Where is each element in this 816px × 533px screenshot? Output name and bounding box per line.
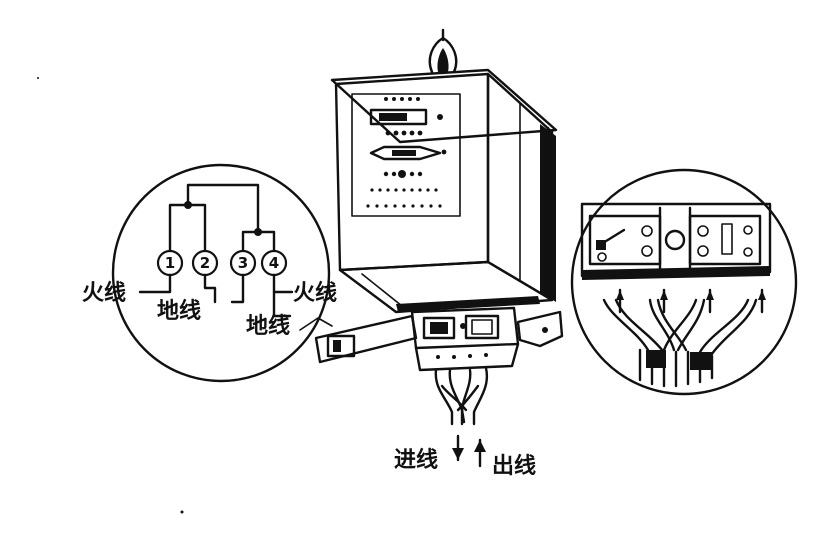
meter-base: [338, 260, 554, 314]
terminal-4: 4: [260, 249, 288, 277]
terminal-wires: [602, 298, 758, 388]
terminal-2-number: 2: [200, 254, 210, 272]
meter-nameplate: [351, 93, 461, 217]
junction-dot: [254, 228, 262, 236]
external-leads: [138, 273, 294, 318]
terminal-3: 3: [229, 249, 257, 277]
incoming-arrow: [452, 434, 464, 462]
label-ground-wire-left: 地线: [157, 298, 201, 324]
right-inset-border: [570, 168, 798, 396]
label-incoming-line: 进线: [394, 447, 438, 473]
outgoing-arrow: [474, 438, 486, 468]
terminal-1: 1: [156, 249, 184, 277]
electricity-meter: 进线 出线: [314, 28, 564, 479]
meter-nameplate-text-dots: [366, 170, 442, 208]
terminal-center-knob: [664, 229, 686, 251]
terminal-1-number: 1: [165, 254, 175, 272]
callout-pointer-left: [299, 317, 333, 331]
meter-terminal-block: [410, 306, 520, 372]
meter-indicator-dots: [384, 97, 423, 136]
label-live-wire-right: 火线: [293, 280, 337, 306]
meter-rotor-slot: [369, 145, 447, 161]
left-magnified-inset: 1 2 3 4 火线 地线 地线 火线: [82, 163, 337, 383]
terminal-screw-left: [588, 214, 662, 266]
terminal-screw-right: [688, 214, 762, 266]
internal-wiring: [168, 183, 276, 252]
label-outgoing-line: 出线: [492, 453, 536, 479]
left-inset-border: [111, 163, 331, 383]
supply-wires: [434, 366, 489, 426]
speck: [37, 77, 39, 79]
meter-dial-window: [369, 108, 443, 126]
terminal-cover-left: [314, 314, 418, 364]
meter-top-face: [330, 68, 558, 144]
terminal-4-number: 4: [269, 254, 279, 272]
label-ground-wire-right: 地线: [246, 313, 290, 339]
speck: [180, 510, 184, 514]
terminal-2: 2: [191, 249, 219, 277]
terminal-cover-right-tab: [516, 310, 564, 348]
terminal-3-number: 3: [238, 254, 248, 272]
hanging-hook: [428, 28, 458, 74]
label-live-wire-left: 火线: [82, 280, 126, 306]
junction-dot: [184, 201, 192, 209]
right-magnified-inset: [570, 168, 798, 396]
